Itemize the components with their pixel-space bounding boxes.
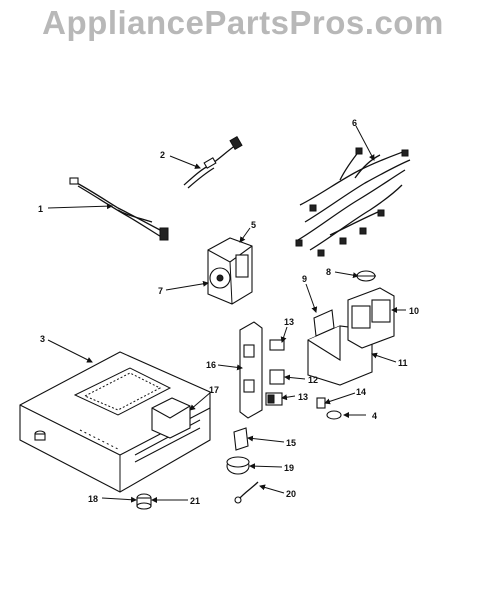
callout-12: 12: [308, 375, 318, 385]
callout-20: 20: [286, 489, 296, 499]
callout-13-lower: 13: [298, 392, 308, 402]
callout-14: 14: [356, 387, 366, 397]
callout-11: 11: [398, 358, 408, 368]
callout-4: 4: [372, 411, 377, 421]
callout-5: 5: [251, 220, 256, 230]
callout-21: 21: [190, 496, 200, 506]
watermark-logo: AppliancePartsPros.com: [42, 4, 444, 41]
callout-18: 18: [88, 494, 98, 504]
callout-13-upper: 13: [284, 317, 294, 327]
foot-part: [136, 493, 152, 510]
power-cord-part: [183, 135, 243, 189]
callout-8: 8: [326, 267, 331, 277]
transformer-base-part: [151, 397, 191, 439]
transformer-part: [347, 287, 395, 349]
fan-motor-part: [207, 237, 253, 305]
callout-labels: 1 2 3 4 5 6 7 8 9 10 11 12 13 13 14 15 1…: [38, 118, 419, 506]
latch-bracket-part: [239, 321, 285, 419]
callout-3: 3: [40, 334, 45, 344]
leader-lines: [47, 125, 406, 503]
thermostat-part: [356, 270, 376, 282]
small-harness-part: [69, 177, 169, 241]
callout-9: 9: [302, 274, 307, 284]
callout-15: 15: [286, 438, 296, 448]
callout-17: 17: [209, 385, 219, 395]
callout-19: 19: [284, 463, 294, 473]
switch-parts: [265, 369, 285, 406]
capacitor-part: [226, 427, 259, 504]
callout-2: 2: [160, 150, 165, 160]
callout-7: 7: [158, 286, 163, 296]
callout-1: 1: [38, 204, 43, 214]
small-foot-part: [34, 430, 46, 441]
callout-10: 10: [409, 306, 419, 316]
callout-16: 16: [206, 360, 216, 370]
main-harness-part: [295, 147, 411, 257]
callout-6: 6: [352, 118, 357, 128]
